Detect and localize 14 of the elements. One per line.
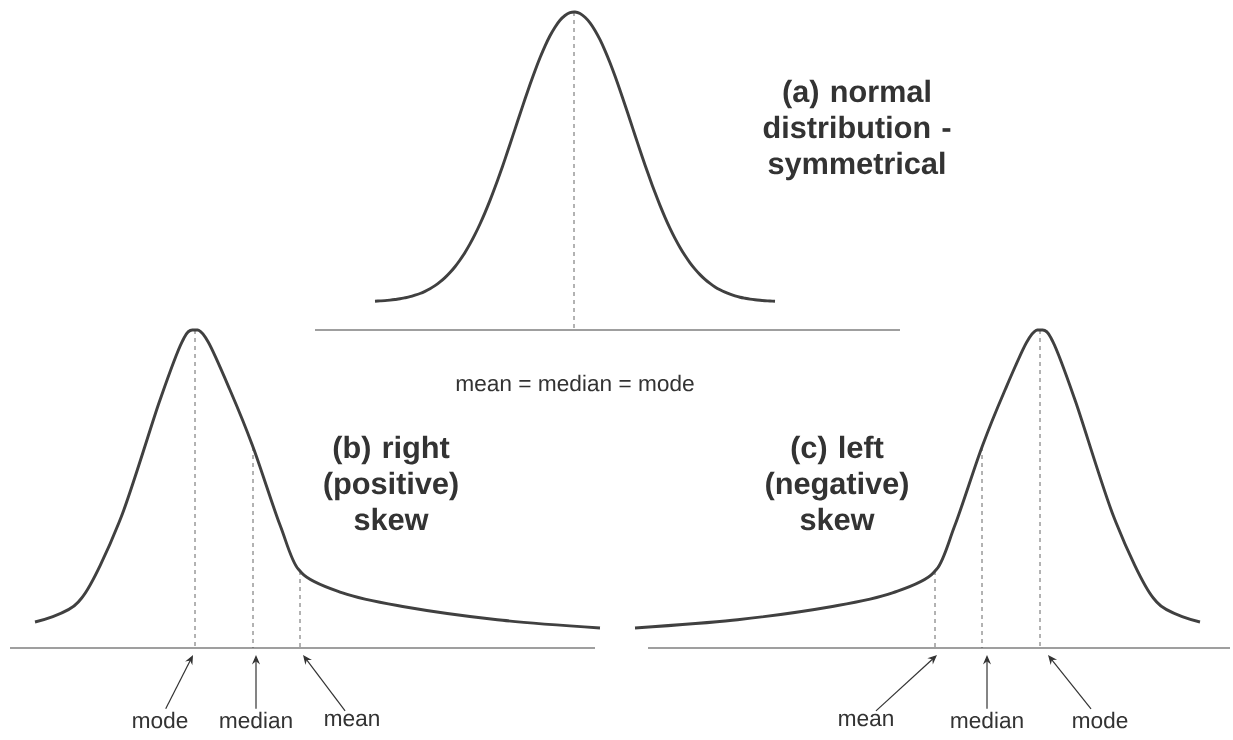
leader-arrow [1048,655,1092,710]
axis-label: mean [325,713,379,727]
panel-title: (c) left (negative) skew [766,435,908,531]
axis-label: mean [839,713,893,727]
panel-title: (b) right (positive) skew [324,435,458,531]
axis-label: mode [1073,711,1128,729]
panel-title: (a) normal distribution - symmetrical [763,79,951,181]
equation-text: mean = median = mode [456,374,694,392]
leader-arrow [875,655,937,712]
axis-label: median [220,711,292,729]
axis-label: median [951,711,1023,729]
leader-arrow [303,655,346,712]
axis-label: mode [133,711,188,729]
leader-arrow [165,655,193,710]
